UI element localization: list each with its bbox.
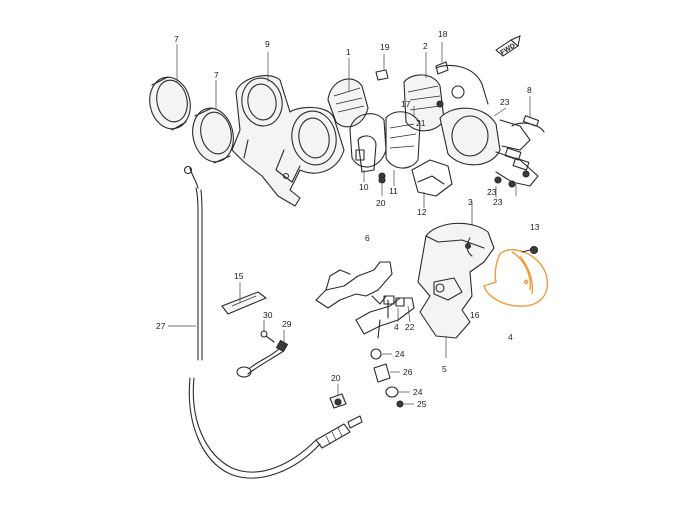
speedometer-assembly bbox=[327, 78, 387, 168]
callout-20-lower: 20 bbox=[331, 373, 341, 383]
callout-5: 5 bbox=[442, 364, 447, 374]
collar-26 bbox=[373, 363, 400, 383]
callout-16: 16 bbox=[470, 310, 480, 320]
callout-1: 1 bbox=[346, 47, 351, 57]
indicator-cluster bbox=[439, 107, 545, 188]
screw-20-lower bbox=[329, 384, 347, 409]
callout-7-left: 7 bbox=[174, 34, 179, 44]
callout-labels: 7 7 9 1 19 2 18 17 21 23 8 10 11 20 12 3… bbox=[156, 29, 540, 409]
meter-bracket-stay bbox=[315, 261, 415, 339]
leader-lines bbox=[168, 44, 531, 358]
callout-13: 13 bbox=[530, 222, 540, 232]
callout-7-right: 7 bbox=[214, 70, 219, 80]
meter-case bbox=[231, 75, 345, 207]
callout-27: 27 bbox=[156, 321, 166, 331]
callout-30: 30 bbox=[263, 310, 273, 320]
fwd-label: FWD bbox=[500, 42, 517, 56]
callout-23-top: 23 bbox=[500, 97, 510, 107]
callout-26: 26 bbox=[403, 367, 413, 377]
screw-18 bbox=[435, 42, 449, 75]
callout-12: 12 bbox=[417, 207, 427, 217]
callout-4-right: 4 bbox=[508, 332, 513, 342]
callout-24-lower: 24 bbox=[413, 387, 423, 397]
callout-4-left: 4 bbox=[394, 322, 399, 332]
callout-15: 15 bbox=[234, 271, 244, 281]
callout-29: 29 bbox=[282, 319, 292, 329]
callout-22: 22 bbox=[405, 322, 415, 332]
callout-18: 18 bbox=[438, 29, 448, 39]
nut-25 bbox=[396, 400, 414, 408]
callout-2: 2 bbox=[423, 41, 428, 51]
callout-19: 19 bbox=[380, 42, 390, 52]
callout-20-upper: 20 bbox=[376, 198, 386, 208]
callout-6: 6 bbox=[365, 233, 370, 243]
meter-lower-cover bbox=[417, 222, 495, 339]
grommet-24-lower bbox=[385, 386, 410, 398]
screw-19 bbox=[375, 54, 389, 81]
callout-8: 8 bbox=[527, 85, 532, 95]
screw-20-upper bbox=[378, 176, 386, 196]
callout-17: 17 bbox=[401, 99, 411, 109]
bezel-ring-right bbox=[192, 107, 234, 164]
bolt-13 bbox=[521, 245, 539, 255]
callout-11: 11 bbox=[389, 186, 398, 196]
callout-23-low: 23 bbox=[493, 197, 503, 207]
grommet-24-upper bbox=[370, 348, 392, 360]
callout-9: 9 bbox=[265, 39, 270, 49]
bezel-ring-left bbox=[149, 76, 191, 131]
speedometer-cable bbox=[183, 165, 363, 479]
callout-21: 21 bbox=[416, 118, 426, 128]
callout-10: 10 bbox=[359, 182, 369, 192]
highlighted-part-13-cover[interactable] bbox=[483, 249, 549, 307]
callout-23-mid: 23 bbox=[487, 187, 497, 197]
callout-3: 3 bbox=[468, 197, 473, 207]
forward-direction-icon: FWD bbox=[495, 35, 521, 57]
cable-clamp-plate bbox=[221, 282, 267, 315]
lamp-socket-wire bbox=[236, 330, 289, 378]
callout-25: 25 bbox=[417, 399, 427, 409]
callout-24-upper: 24 bbox=[395, 349, 405, 359]
